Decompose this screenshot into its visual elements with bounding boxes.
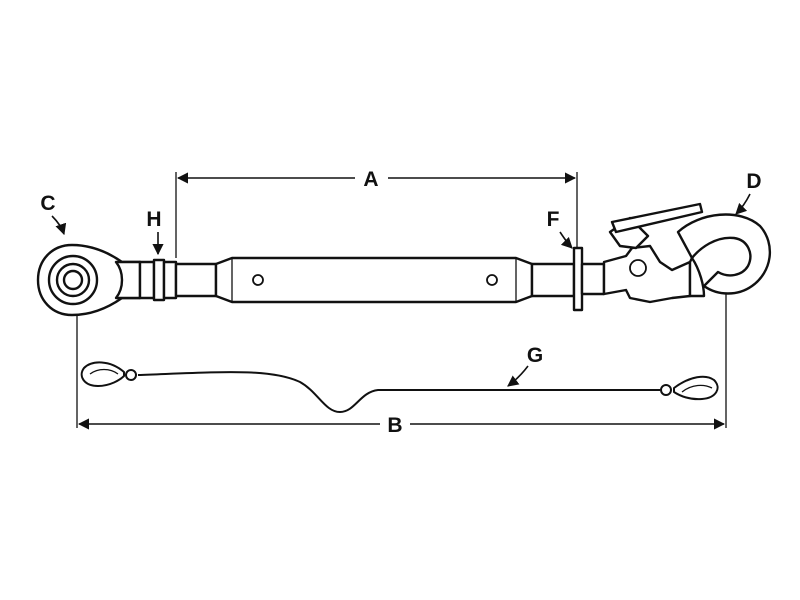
retaining-cable [80,361,719,414]
left-snap-hook-gate [89,368,119,375]
callout-f-arrow [559,231,573,249]
label-b: B [387,414,402,437]
callout-d: D [735,170,762,215]
dimension-b: B [76,288,727,437]
callout-g: G [507,344,543,387]
callout-f: F [547,208,573,249]
callout-c: C [40,192,67,236]
locknut-f-nut [580,262,606,296]
locknut-h-segment-3 [162,260,178,300]
threaded-rod-left [174,262,218,298]
right-cable-ring [660,384,672,396]
right-snap-hook-body [673,375,719,401]
hook-end [602,202,772,304]
label-f: F [547,208,560,231]
turnbuckle-hole-left [252,274,264,286]
label-a: A [363,168,378,191]
locknut-h-segment-2 [152,258,166,302]
callout-h: H [146,208,164,256]
right-snap-hook [660,375,719,401]
ball-end-eye [36,243,142,317]
callout-g-arrow [507,365,529,387]
label-g: G [527,344,543,367]
callout-c-arrow [51,215,67,236]
hook-pivot [629,259,647,277]
label-d: D [746,170,761,193]
eye-bore [62,269,84,291]
left-snap-hook-body [80,361,125,387]
label-h: H [146,208,161,231]
turnbuckle-hole-right [486,274,498,286]
label-c: C [40,192,55,215]
turnbuckle-body [214,256,534,304]
right-snap-hook-gate [681,384,713,393]
eye-neck [114,260,142,300]
cable-line [137,371,660,414]
locknut-h-segment-1 [138,260,156,300]
hook-body [602,244,692,304]
left-cable-ring [125,369,137,381]
locknut-h [138,258,178,302]
hook-latch-lever [610,202,704,234]
threaded-rod-right [530,262,576,298]
hook-throat [688,256,706,298]
locknut-f [572,246,606,312]
dimension-a: A [175,168,578,258]
left-snap-hook [80,361,137,387]
callout-d-arrow [735,193,751,215]
